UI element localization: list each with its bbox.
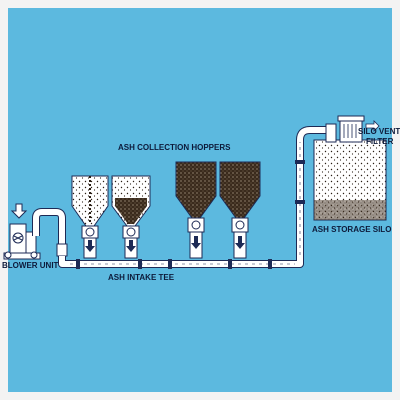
pipe-coupling <box>268 259 272 269</box>
blower-unit-label: BLOWER UNIT <box>2 261 59 270</box>
blower-unit <box>3 203 68 260</box>
pipe-coupling <box>295 200 305 204</box>
ash-intake-tee-label: ASH INTAKE TEE <box>108 273 175 282</box>
ash-flow-arrow-icon <box>85 240 95 252</box>
ash-flow-arrow-icon <box>235 236 245 249</box>
conveying-pipeline <box>58 126 330 269</box>
air-intake-arrow-icon <box>10 203 28 219</box>
ash-storage-silo-label: ASH STORAGE SILO <box>312 225 391 234</box>
ash-hopper-4 <box>219 161 261 259</box>
blower-housing <box>25 231 37 254</box>
silo-vent-filter-label-line2: FILTER <box>366 137 394 146</box>
pipe-coupling <box>228 259 232 269</box>
vent-arrow-icon <box>365 120 380 132</box>
ash-flow-arrow-icon <box>191 236 201 249</box>
ash-flow-arrow-icon <box>126 240 136 252</box>
ash-hopper-2 <box>111 175 151 259</box>
pipe-coupling <box>295 160 305 164</box>
silo-inlet <box>325 123 337 143</box>
pipe-coupling <box>138 259 142 269</box>
silo-vent-filter-label-line1: SILO VENT <box>358 127 400 136</box>
pipe-coupling <box>168 259 172 269</box>
ash-hopper-1 <box>71 175 109 259</box>
ash-collection-hoppers-label: ASH COLLECTION HOPPERS <box>118 143 231 152</box>
pipe-coupling <box>76 259 80 269</box>
ash-hopper-3 <box>175 161 217 259</box>
ash-storage-silo <box>313 115 387 221</box>
